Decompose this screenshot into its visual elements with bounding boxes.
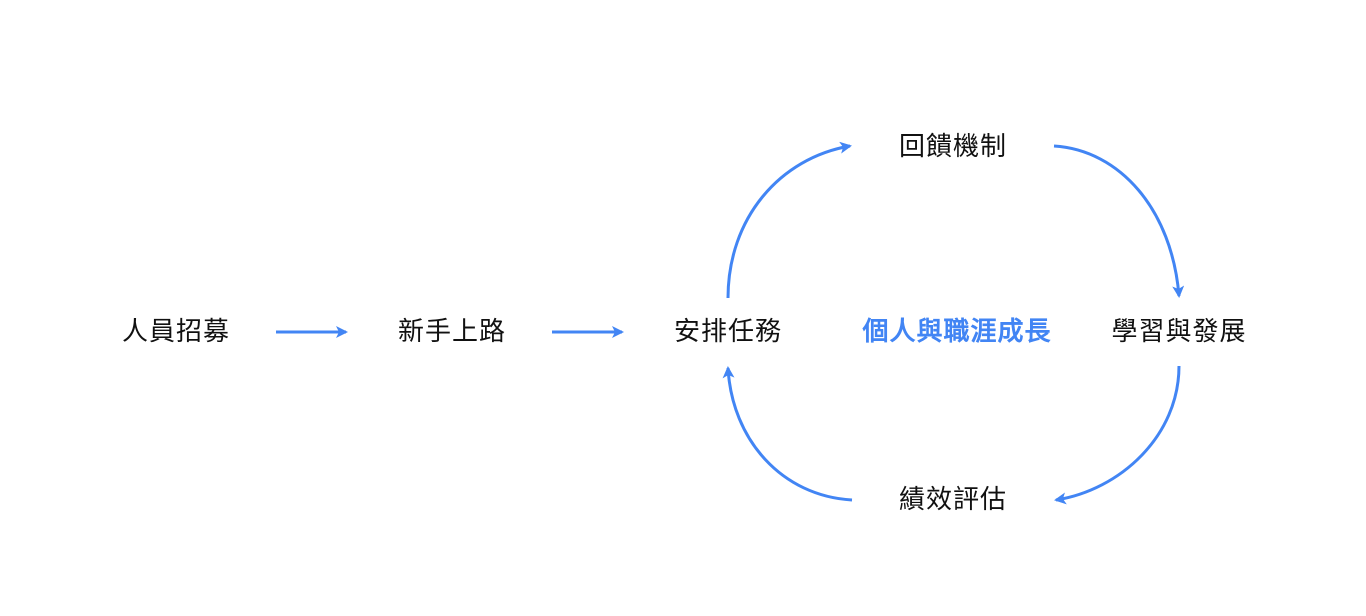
arrow-learning-to-performance bbox=[1054, 365, 1181, 505]
node-feedback: 回饋機制 bbox=[898, 132, 1008, 162]
node-onboarding: 新手上路 bbox=[397, 317, 507, 347]
center-label: 個人與職涯成長 bbox=[862, 317, 1052, 347]
node-learning: 學習與發展 bbox=[1111, 317, 1247, 347]
node-assign-tasks: 安排任務 bbox=[673, 317, 783, 347]
arrow-performance-to-assign bbox=[722, 366, 853, 502]
arrow-assign-to-feedback bbox=[726, 141, 852, 299]
arrow-feedback-to-learning bbox=[1053, 144, 1185, 298]
node-performance: 績效評估 bbox=[898, 485, 1008, 515]
node-recruitment: 人員招募 bbox=[121, 317, 231, 347]
